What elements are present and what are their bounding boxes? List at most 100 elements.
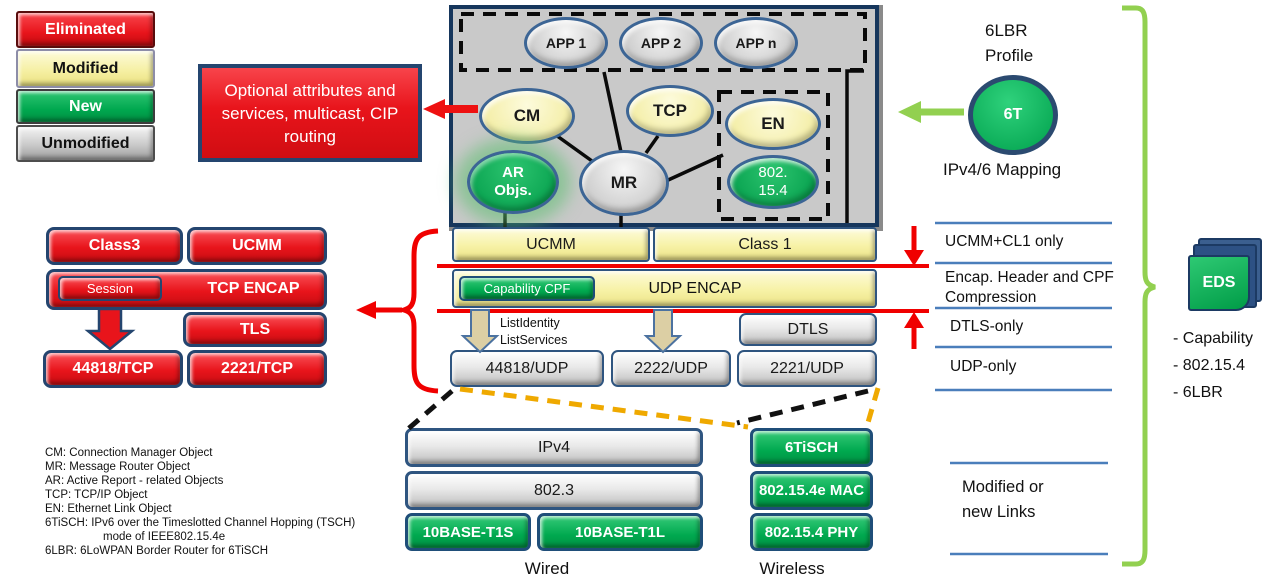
glossary-line-mr: MR: Message Router Object — [45, 461, 191, 473]
ipv4-label: IPv4 — [537, 438, 570, 456]
red-brace — [394, 228, 439, 394]
eds-item-capability: - Capability — [1173, 330, 1254, 347]
en-ellipse: EN — [725, 98, 821, 150]
ipv4-bar: IPv4 — [405, 428, 703, 467]
ar-objs-ellipse: AR Objs. — [467, 150, 559, 214]
port-44818-tcp-label: 44818/TCP — [72, 360, 154, 377]
app2-label: APP 2 — [640, 35, 682, 51]
legend-unmodified: Unmodified — [16, 125, 155, 162]
tcp-label: TCP — [653, 101, 687, 120]
wpan-ellipse: 802. 15.4 — [727, 155, 819, 209]
port-2221-tcp-label: 2221/TCP — [220, 360, 294, 377]
annotation-links: Modified or new Links — [962, 475, 1054, 525]
tls-label: TLS — [239, 320, 271, 338]
appn-label: APP n — [735, 35, 777, 51]
eds-label: EDS — [1202, 274, 1236, 291]
red-up-arrow — [904, 312, 924, 349]
port-44818-tcp-box: 44818/TCP — [43, 350, 183, 388]
mac-label: 802.15.4e MAC — [758, 482, 865, 499]
legend-new: New — [16, 89, 155, 124]
en-label: EN — [761, 114, 785, 133]
green-bracket — [1122, 5, 1156, 567]
ucmm-bar-label: UCMM — [526, 235, 576, 253]
legend-new-label: New — [69, 97, 102, 115]
annotation-dtls-only-text: DTLS-only — [950, 318, 1024, 335]
wired-label-text: Wired — [524, 559, 570, 578]
glossary-line-6tisch-cont: mode of IEEE802.15.4e — [103, 531, 226, 543]
legend-unmodified-label: Unmodified — [41, 134, 130, 152]
dtls-box: DTLS — [739, 313, 877, 346]
t1l-label: 10BASE-T1L — [574, 523, 666, 541]
port-2221-tcp-box: 2221/TCP — [187, 350, 327, 388]
brace-left-arrow — [356, 301, 402, 319]
phy-label: 802.15.4 PHY — [764, 523, 859, 541]
annotation-udp-only-text: UDP-only — [950, 358, 1017, 375]
eds-item-6lbr: - 6LBR — [1173, 384, 1223, 401]
port-link-connectors — [406, 386, 881, 431]
mapping-caption: IPv4/6 Mapping — [943, 160, 1061, 180]
class3-box: Class3 — [46, 227, 183, 265]
app2-ellipse: APP 2 — [619, 17, 703, 69]
tisch-bar: 6TiSCH — [750, 428, 873, 467]
legend-eliminated-label: Eliminated — [45, 20, 126, 38]
port-2222-udp-box: 2222/UDP — [611, 350, 731, 387]
annotation-links-text: Modified or new Links — [962, 478, 1044, 521]
dash-44818-wireless — [459, 386, 749, 430]
class1-bar-label: Class 1 — [738, 235, 792, 253]
glossary-line-6lbr: 6LBR: 6LoWPAN Border Router for 6TiSCH — [45, 545, 269, 557]
annotation-encap-cpf: Encap. Header and CPF Compression — [945, 268, 1117, 308]
profile-caption-line1: 6LBR — [985, 21, 1028, 40]
wpan-label: 802. 15.4 — [758, 164, 788, 199]
annotation-ucmm-cl1: UCMM+CL1 only — [945, 233, 1115, 251]
encap-arrow-44818 — [460, 309, 500, 354]
capability-cpf-box: Capability CPF — [459, 276, 595, 301]
app1-label: APP 1 — [545, 35, 587, 51]
tcp-encap-label-wrap: TCP ENCAP — [180, 272, 327, 306]
legend-modified: Modified — [16, 49, 155, 88]
profile-caption-line2: Profile — [985, 46, 1034, 65]
wireless-label-text: Wireless — [759, 559, 825, 578]
t1s-label: 10BASE-T1S — [422, 523, 514, 541]
tcp-encap-label: TCP ENCAP — [207, 280, 300, 297]
annotation-dtls-only: DTLS-only — [950, 318, 1120, 336]
ucmm-tcp-label: UCMM — [232, 237, 282, 254]
glossary-line-en: EN: Ethernet Link Object — [45, 503, 172, 515]
mac-bar: 802.15.4e MAC — [750, 471, 873, 510]
dash-44818-wired — [406, 389, 454, 431]
list-services-note: ListIdentity ListServices — [500, 315, 610, 349]
ar-objs-label: AR Objs. — [494, 164, 532, 199]
glossary-line-tcp: TCP: TCP/IP Object — [45, 489, 148, 501]
eds-page-front: EDS — [1188, 255, 1250, 311]
mr-ellipse: MR — [579, 150, 669, 216]
tls-box: TLS — [183, 312, 327, 347]
capability-cpf-label: Capability CPF — [483, 281, 571, 296]
ieee8023-label: 802.3 — [533, 481, 575, 499]
port-2221-udp-label: 2221/UDP — [770, 359, 844, 377]
callout-text: Optional attributes and services, multic… — [221, 80, 399, 146]
t1s-bar: 10BASE-T1S — [405, 513, 531, 551]
list-identity-label: ListIdentity — [500, 316, 560, 330]
mr-label: MR — [610, 173, 638, 192]
6t-circle-label: 6T — [1003, 106, 1023, 123]
list-services-label: ListServices — [500, 333, 568, 347]
session-box: Session — [58, 276, 162, 301]
callout-box: Optional attributes and services, multic… — [198, 64, 422, 162]
profile-caption: 6LBR Profile — [985, 18, 1033, 68]
glossary: CM: Connection Manager Object MR: Messag… — [45, 446, 380, 558]
mapping-caption-text: IPv4/6 Mapping — [943, 160, 1062, 179]
legend-eliminated: Eliminated — [16, 11, 155, 48]
cm-ellipse: CM — [479, 88, 575, 144]
port-44818-udp-box: 44818/UDP — [450, 350, 604, 387]
dash-2221-wireless — [864, 387, 881, 427]
tcp-ellipse: TCP — [626, 85, 714, 137]
session-port-arrow — [84, 307, 136, 351]
app1-ellipse: APP 1 — [524, 17, 608, 69]
glossary-line-ar: AR: Active Report - related Objects — [45, 475, 224, 487]
udp-encap-label-wrap: UDP ENCAP — [595, 272, 795, 305]
session-label: Session — [86, 281, 134, 296]
t1l-bar: 10BASE-T1L — [537, 513, 703, 551]
annotation-udp-only: UDP-only — [950, 358, 1120, 376]
ucmm-bar: UCMM — [452, 227, 650, 262]
glossary-line-cm: CM: Connection Manager Object — [45, 447, 213, 459]
